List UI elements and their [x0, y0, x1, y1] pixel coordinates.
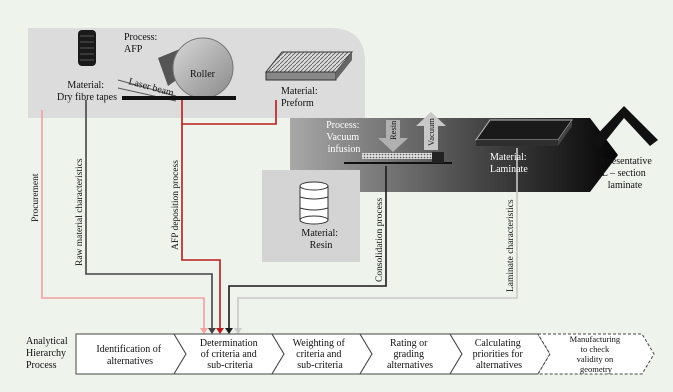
preform-label: Material: Preform: [281, 86, 320, 109]
afp-line-2: [182, 100, 277, 125]
fibre-spool-icon: [78, 30, 96, 66]
infusion-tool-icon: [344, 112, 452, 164]
vacuum-arrow-icon: [416, 112, 446, 150]
roller-icon: [172, 37, 234, 99]
laminate-label: Material: Laminate: [490, 152, 529, 175]
roller-label: Roller: [190, 69, 216, 80]
consolidation-line: [228, 166, 387, 328]
step-6-shape: [537, 333, 655, 375]
consolidation-label: Consolidation process: [375, 198, 385, 282]
vacuum-arrow-label: Vacuum: [426, 118, 436, 146]
representative-label: representative L – section laminate: [596, 156, 655, 191]
step-3-text: Weighting of criteria and sub-criteria: [293, 338, 348, 371]
vacuum-infusion-label: Process: Vacuum infusion: [326, 120, 362, 155]
resin-drum-icon: [299, 181, 329, 225]
ahp-chevrons: [75, 333, 655, 375]
afp-deposition-label: AFP deposition process: [171, 160, 181, 250]
step-4-text: Rating or grading alternatives: [387, 338, 433, 371]
raw-material-line: [85, 100, 213, 328]
process-afp-label: Process: AFP: [124, 32, 160, 55]
step-6-text: Manufacturing to check validity on geome…: [570, 334, 623, 374]
procurement-line: [41, 110, 205, 328]
laminate-icon: [475, 119, 573, 146]
l-section-icon: [590, 106, 658, 148]
resin-material-label: Material: Resin: [301, 228, 340, 251]
raw-material-label: Raw material characteristics: [75, 158, 85, 266]
preform-icon: [264, 51, 354, 81]
flow-lines: [41, 100, 518, 328]
resin-arrow-icon: [378, 120, 408, 152]
laminate-characteristics-label: Laminate characteristics: [506, 199, 516, 292]
laminate-char-line: [237, 148, 518, 328]
ahp-label: Analytical Hierarchy Process: [26, 336, 70, 371]
step-5-text: Calculating priorities for alternatives: [473, 338, 526, 371]
dry-fibre-label: Material: Dry fibre tapes: [57, 80, 117, 103]
step-2-text: Determination of criteria and sub-criter…: [200, 338, 260, 371]
procurement-label: Procurement: [31, 173, 41, 222]
resin-arrow-label: Resin: [388, 120, 398, 140]
step-1-text: Identification of alternatives: [96, 344, 163, 367]
flow-arrowheads: [200, 328, 242, 334]
afp-line-1: [181, 100, 221, 328]
afp-head-icon: [117, 37, 236, 102]
